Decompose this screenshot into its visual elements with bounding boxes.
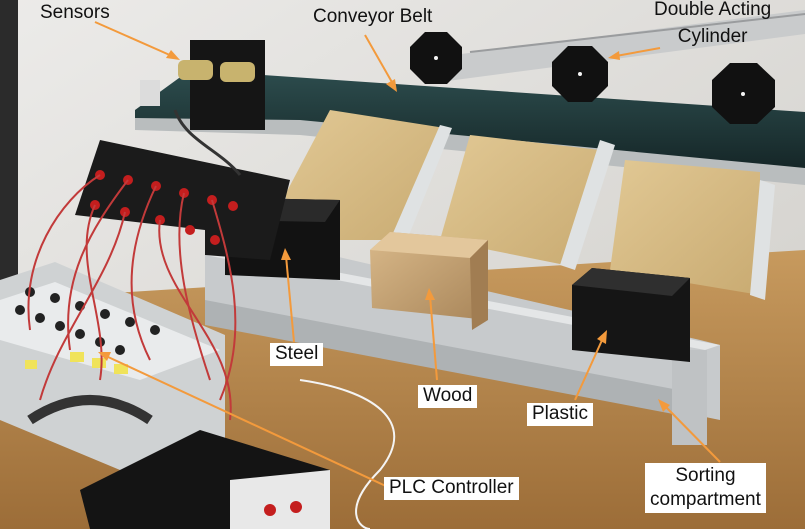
- label-conveyor-belt: Conveyor Belt: [313, 6, 433, 27]
- label-sorting-line1: Sorting: [675, 465, 736, 486]
- label-double-acting-line1: Double Acting: [654, 0, 772, 20]
- red-wires: [27, 174, 237, 421]
- sensor-bracket: [190, 40, 265, 130]
- laptop-edge: [0, 0, 18, 300]
- conveyor-belt: [135, 70, 805, 170]
- label-double-acting-cylinder: Double Acting Cylinder: [654, 0, 771, 48]
- white-cable: [299, 379, 396, 529]
- label-steel: Steel: [270, 343, 324, 366]
- label-wood: Wood: [418, 385, 478, 408]
- wood-cube: [370, 232, 488, 330]
- cylinder-rail: [430, 10, 805, 82]
- label-sorting-compartment: Sorting compartment: [645, 463, 766, 513]
- power-supply: [80, 430, 330, 529]
- callout-arrows: [94, 21, 721, 489]
- label-plc-controller: PLC Controller: [384, 477, 519, 500]
- label-plastic: Plastic: [527, 403, 593, 426]
- plc-case: [0, 262, 225, 470]
- label-sorting-line2: compartment: [650, 488, 761, 510]
- label-double-acting-line2: Cylinder: [677, 25, 748, 47]
- plastic-cube: [572, 268, 690, 362]
- label-sensors: Sensors: [40, 2, 110, 23]
